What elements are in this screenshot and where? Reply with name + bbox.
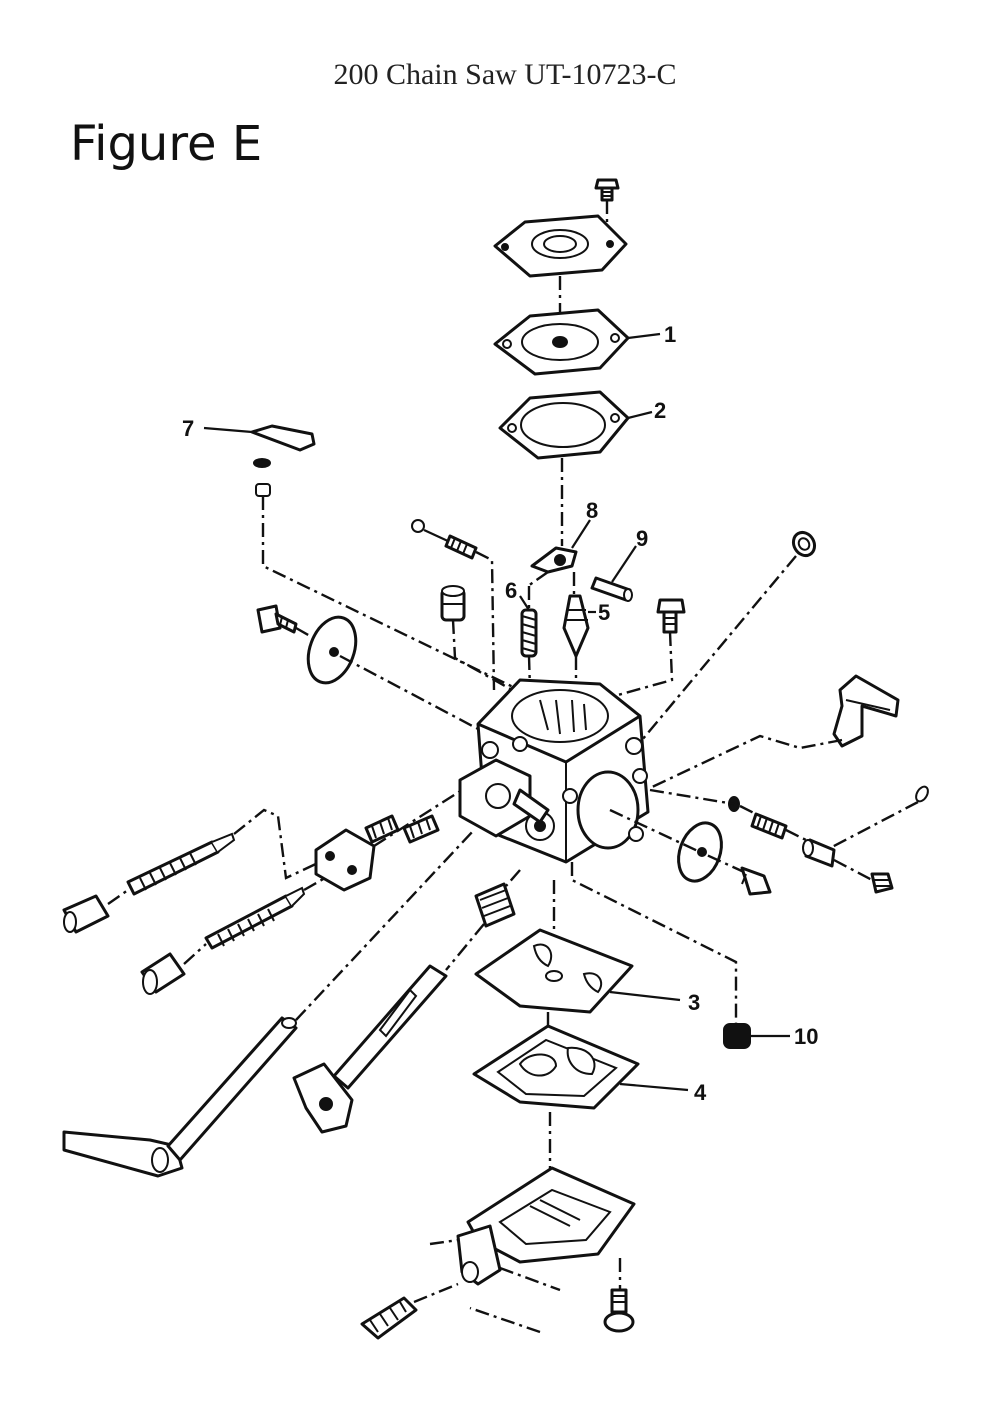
part-4-metering-gasket <box>472 1024 640 1110</box>
part-9-pin <box>590 576 633 602</box>
callout-2: 2 <box>654 398 666 423</box>
callout-5: 5 <box>598 600 610 625</box>
document-title: 200 Chain Saw UT-10723-C <box>333 58 677 91</box>
top-screw <box>594 178 620 202</box>
choke-plate-screw <box>740 866 772 896</box>
idle-screw-assembly <box>728 796 894 894</box>
callout-10: 10 <box>794 1024 818 1049</box>
fuel-inlet-screen <box>791 530 817 558</box>
part-3-metering-diaphragm <box>474 928 634 1014</box>
idle-adjust-screw <box>360 1296 418 1340</box>
mixture-needle-high <box>62 832 236 934</box>
throttle-plate <box>306 615 358 685</box>
choke-shaft <box>292 964 448 1134</box>
part-6-spring <box>520 608 538 658</box>
part-2-gasket <box>498 390 630 460</box>
choke-plate <box>677 821 723 883</box>
mixture-needle-low <box>140 886 306 995</box>
callout-6: 6 <box>505 578 517 603</box>
throttle-return-spring <box>474 882 516 928</box>
needle-springs <box>364 814 440 844</box>
callout-3: 3 <box>688 990 700 1015</box>
figure-label: Figure E <box>70 116 263 172</box>
part-1-pump-diaphragm <box>493 308 630 376</box>
callout-8: 8 <box>586 498 598 523</box>
part-5-needle-valve <box>562 594 590 658</box>
throttle-plate-screw <box>256 604 298 634</box>
lever-screw <box>656 598 686 634</box>
metering-cover <box>456 1166 636 1286</box>
callout-4: 4 <box>694 1080 707 1105</box>
callout-7: 7 <box>182 416 194 441</box>
part-10-plug <box>723 1023 751 1049</box>
limiter-cap-block <box>314 828 376 892</box>
callout-9: 9 <box>636 526 648 551</box>
part-7-lever <box>250 424 316 497</box>
pump-cover <box>493 214 628 278</box>
carburetor-body <box>458 678 650 864</box>
cover-screw <box>603 1288 635 1333</box>
metering-spring-pin <box>411 519 478 560</box>
fuel-hose-elbow <box>832 674 900 748</box>
callout-1: 1 <box>664 322 676 347</box>
part-8-inlet-lever <box>530 546 578 574</box>
small-pin-right <box>915 785 929 803</box>
throttle-shaft <box>62 1016 298 1178</box>
welch-plug <box>440 585 466 622</box>
